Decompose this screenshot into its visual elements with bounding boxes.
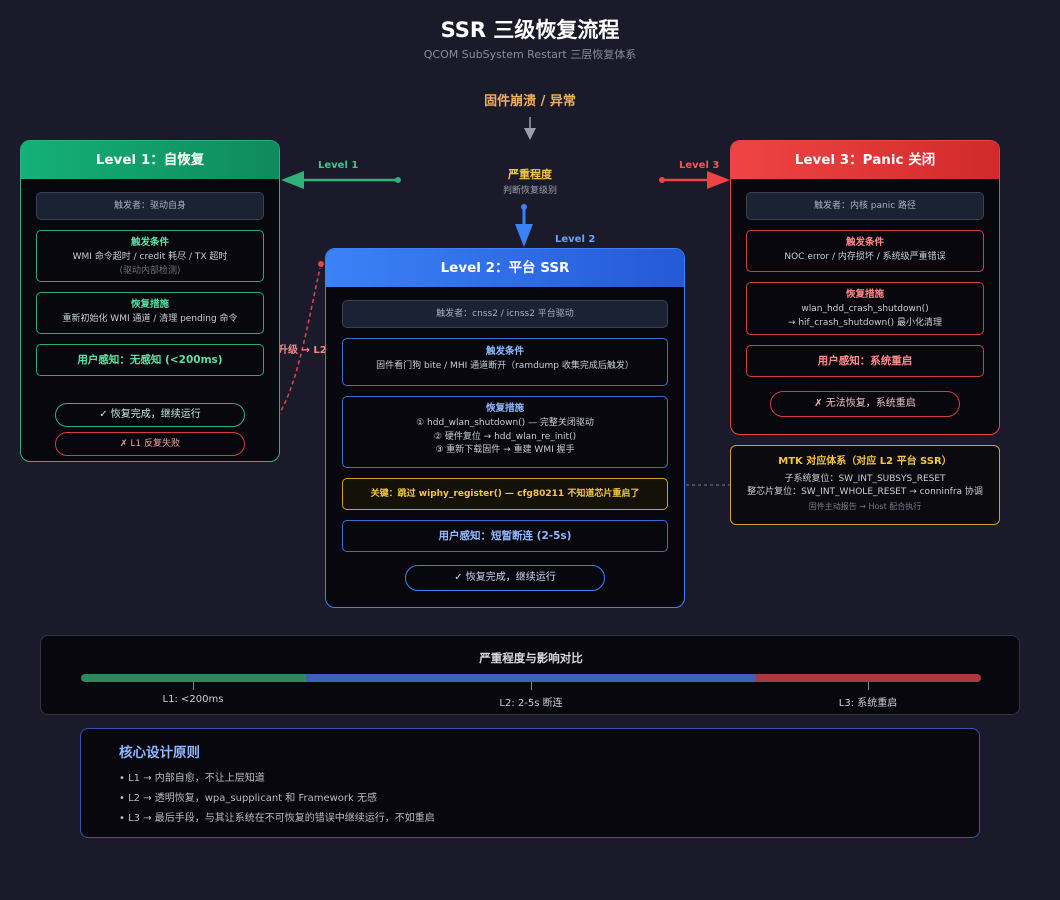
crash-node: 固件崩溃 / 异常	[484, 94, 576, 109]
severity-tick-l1	[193, 682, 194, 690]
design-principles-panel: 核心设计原则 • L1 → 内部自愈，不让上层知道 • L2 → 透明恢复，wp…	[80, 728, 980, 838]
level2-panel: Level 2：平台 SSR 触发者：cnss2 / icnss2 平台驱动 触…	[325, 248, 685, 608]
mtk-mapping-box: MTK 对应体系（对应 L2 平台 SSR） 子系统复位：SW_INT_SUBS…	[730, 445, 1000, 525]
severity-comparison-panel: 严重程度与影响对比 L1: <200ms L2: 2-5s 断连 L3: 系统重…	[40, 635, 1020, 715]
level2-action-line2: ② 硬件复位 → hdd_wlan_re_init()	[433, 431, 577, 442]
severity-tick-l3	[868, 682, 869, 690]
level1-panel: Level 1：自恢复 触发者：驱动自身 触发条件 WMI 命令超时 / cre…	[20, 140, 280, 462]
level2-key-note: 关键：跳过 wiphy_register() — cfg80211 不知道芯片重…	[342, 478, 668, 510]
severity-node-title: 严重程度	[508, 168, 552, 181]
principle-item: • L3 → 最后手段，与其让系统在不可恢复的错误中继续运行，不如重启	[119, 813, 435, 824]
level2-action-line3: ③ 重新下载固件 → 重建 WMI 握手	[435, 445, 575, 456]
severity-label-l1: L1: <200ms	[162, 694, 224, 705]
level3-perception: 用户感知：系统重启	[746, 345, 984, 377]
level1-fail-pill: ✗ L1 反复失败	[55, 432, 245, 456]
level3-action-line1: wlan_hdd_crash_shutdown()	[801, 304, 929, 315]
level3-action-title: 恢复措施	[845, 289, 884, 300]
level3-action-line2: → hif_crash_shutdown() 最小化清理	[787, 317, 943, 328]
level3-trigger: 触发者：内核 panic 路径	[746, 192, 984, 220]
level2-action-line1: ① hdd_wlan_shutdown() — 完整关闭驱动	[416, 418, 594, 429]
level2-action: 恢复措施 ① hdd_wlan_shutdown() — 完整关闭驱动 ② 硬件…	[342, 396, 668, 468]
level2-condition-title: 触发条件	[485, 346, 524, 357]
page-subtitle: QCOM SubSystem Restart 三层恢复体系	[423, 48, 637, 61]
arrowhead-level3	[707, 171, 730, 189]
severity-bar-l2	[306, 674, 756, 682]
severity-bar-l3	[756, 674, 981, 682]
level2-title: Level 2：平台 SSR	[326, 249, 684, 287]
mtk-footer: 固件主动报告 → Host 配合执行	[808, 502, 922, 512]
principle-item: • L2 → 透明恢复，wpa_supplicant 和 Framework 无…	[119, 793, 377, 804]
severity-label-l3: L3: 系统重启	[838, 698, 898, 709]
principle-item: • L1 → 内部自愈，不让上层知道	[119, 773, 265, 784]
severity-comparison-title: 严重程度与影响对比	[479, 651, 583, 665]
mtk-title: MTK 对应体系（对应 L2 平台 SSR）	[778, 456, 952, 467]
level3-panel: Level 3：Panic 关闭 触发者：内核 panic 路径 触发条件 NO…	[730, 140, 1000, 435]
severity-label-l2: L2: 2-5s 断连	[499, 698, 563, 709]
level1-action: 恢复措施 重新初始化 WMI 通道 / 清理 pending 命令	[36, 292, 264, 334]
severity-node-subtitle: 判断恢复级别	[502, 186, 557, 196]
level1-perception: 用户感知：无感知 (<200ms)	[36, 344, 264, 376]
level2-success-pill: ✓ 恢复完成，继续运行	[405, 565, 605, 591]
level2-perception: 用户感知：短暂断连 (2-5s)	[342, 520, 668, 552]
level1-condition-title: 触发条件	[130, 237, 169, 248]
level1-trigger: 触发者：驱动自身	[36, 192, 264, 220]
level1-action-line1: 重新初始化 WMI 通道 / 清理 pending 命令	[62, 314, 238, 325]
mtk-line1: 子系统复位：SW_INT_SUBSYS_RESET	[784, 473, 946, 484]
arrowhead-level1	[281, 171, 304, 189]
level3-condition: 触发条件 NOC error / 内存损坏 / 系统级严重错误	[746, 230, 984, 272]
page-title: SSR 三级恢复流程	[440, 18, 620, 42]
level3-condition-title: 触发条件	[845, 237, 884, 248]
arrowhead-level2	[515, 224, 533, 247]
design-principles-title: 核心设计原则	[119, 745, 200, 761]
level1-action-title: 恢复措施	[130, 299, 169, 310]
level2-condition-line1: 固件看门狗 bite / MHI 通道断开（ramdump 收集完成后触发）	[376, 361, 634, 372]
severity-bar-l1	[81, 674, 306, 682]
mtk-line2: 整芯片复位：SW_INT_WHOLE_RESET → conninfra 协调	[747, 487, 983, 498]
edge-label-escalate: 升级 → L2	[278, 345, 327, 356]
level3-fail-pill: ✗ 无法恢复，系统重启	[770, 391, 960, 417]
level1-condition: 触发条件 WMI 命令超时 / credit 耗尽 / TX 超时 (驱动内部检…	[36, 230, 264, 282]
edge-label-level2: Level 2	[555, 234, 596, 245]
level3-action: 恢复措施 wlan_hdd_crash_shutdown() → hif_cra…	[746, 282, 984, 335]
level2-action-title: 恢复措施	[485, 403, 524, 414]
edge-label-level3: Level 3	[679, 160, 720, 171]
level3-condition-line1: NOC error / 内存损坏 / 系统级严重错误	[784, 252, 946, 263]
edge-label-level1: Level 1	[318, 160, 359, 171]
level1-condition-line2: (驱动内部检测)	[119, 265, 181, 276]
level2-condition: 触发条件 固件看门狗 bite / MHI 通道断开（ramdump 收集完成后…	[342, 338, 668, 386]
level1-success-pill: ✓ 恢复完成，继续运行	[55, 403, 245, 427]
level3-title: Level 3：Panic 关闭	[731, 141, 999, 179]
severity-tick-l2	[531, 682, 532, 690]
level1-condition-line1: WMI 命令超时 / credit 耗尽 / TX 超时	[72, 252, 228, 263]
level1-title: Level 1：自恢复	[21, 141, 279, 179]
level2-trigger: 触发者：cnss2 / icnss2 平台驱动	[342, 300, 668, 328]
